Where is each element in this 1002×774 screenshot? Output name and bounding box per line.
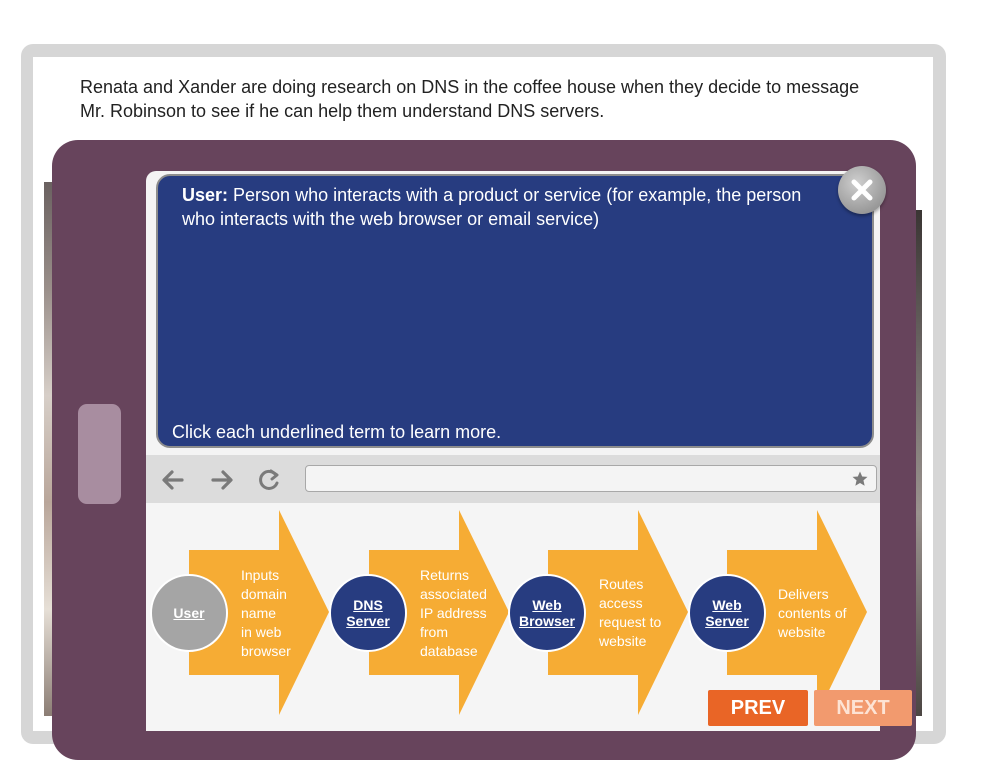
prev-button[interactable]: PREV <box>708 690 808 726</box>
step-line: domain <box>241 586 287 602</box>
web-server-term-button[interactable]: Web Server <box>688 574 766 652</box>
tablet-home-button <box>78 404 121 504</box>
user-term-button[interactable]: User <box>150 574 228 652</box>
step-line: associated <box>420 586 487 602</box>
web-browser-term-label: Web Browser <box>518 597 576 629</box>
step-arrow <box>727 510 867 715</box>
address-bar[interactable] <box>305 465 877 492</box>
definition-body: Person who interacts with a product or s… <box>182 185 802 229</box>
forward-arrow-icon[interactable] <box>209 467 235 493</box>
step-line: contents of <box>778 605 847 621</box>
definition-text: User: Person who interacts with a produc… <box>182 183 832 231</box>
step-arrow <box>548 510 688 715</box>
step-line: name <box>241 605 277 621</box>
close-icon <box>851 179 873 201</box>
step-description: Inputs domain name in web browser <box>241 566 291 661</box>
step-line: IP address <box>420 605 487 621</box>
hint-text: Click each underlined term to learn more… <box>172 422 502 442</box>
step-description: Returns associated IP address from datab… <box>420 566 487 661</box>
step-line: access <box>599 595 643 611</box>
step-line: Returns <box>420 567 470 583</box>
step-line: from <box>420 624 448 640</box>
step-line: website <box>778 624 826 640</box>
step-line: website <box>599 633 647 649</box>
definition-term: User: <box>182 185 229 205</box>
star-icon[interactable] <box>851 470 869 488</box>
web-browser-term-button[interactable]: Web Browser <box>508 574 586 652</box>
dns-server-term-label: DNS Server <box>346 597 390 629</box>
web-server-term-label: Web Server <box>705 597 749 629</box>
step-line: Delivers <box>778 586 829 602</box>
step-line: request to <box>599 614 662 630</box>
step-line: browser <box>241 643 291 659</box>
step-line: Inputs <box>241 567 280 583</box>
intro-text: Renata and Xander are doing research on … <box>80 77 860 121</box>
definition-panel <box>156 174 874 448</box>
background-photo-right <box>912 210 922 716</box>
step-arrow <box>369 510 509 715</box>
back-arrow-icon[interactable] <box>160 467 186 493</box>
reload-icon[interactable] <box>256 467 282 493</box>
step-arrow <box>189 510 329 715</box>
step-description: Delivers contents of website <box>778 585 847 642</box>
step-line: Routes <box>599 576 644 592</box>
step-description: Routes access request to website <box>599 575 661 651</box>
next-button[interactable]: NEXT <box>814 690 912 726</box>
step-line: database <box>420 643 478 659</box>
dns-server-term-button[interactable]: DNS Server <box>329 574 407 652</box>
step-line: in web <box>241 624 282 640</box>
close-button[interactable] <box>838 166 886 214</box>
